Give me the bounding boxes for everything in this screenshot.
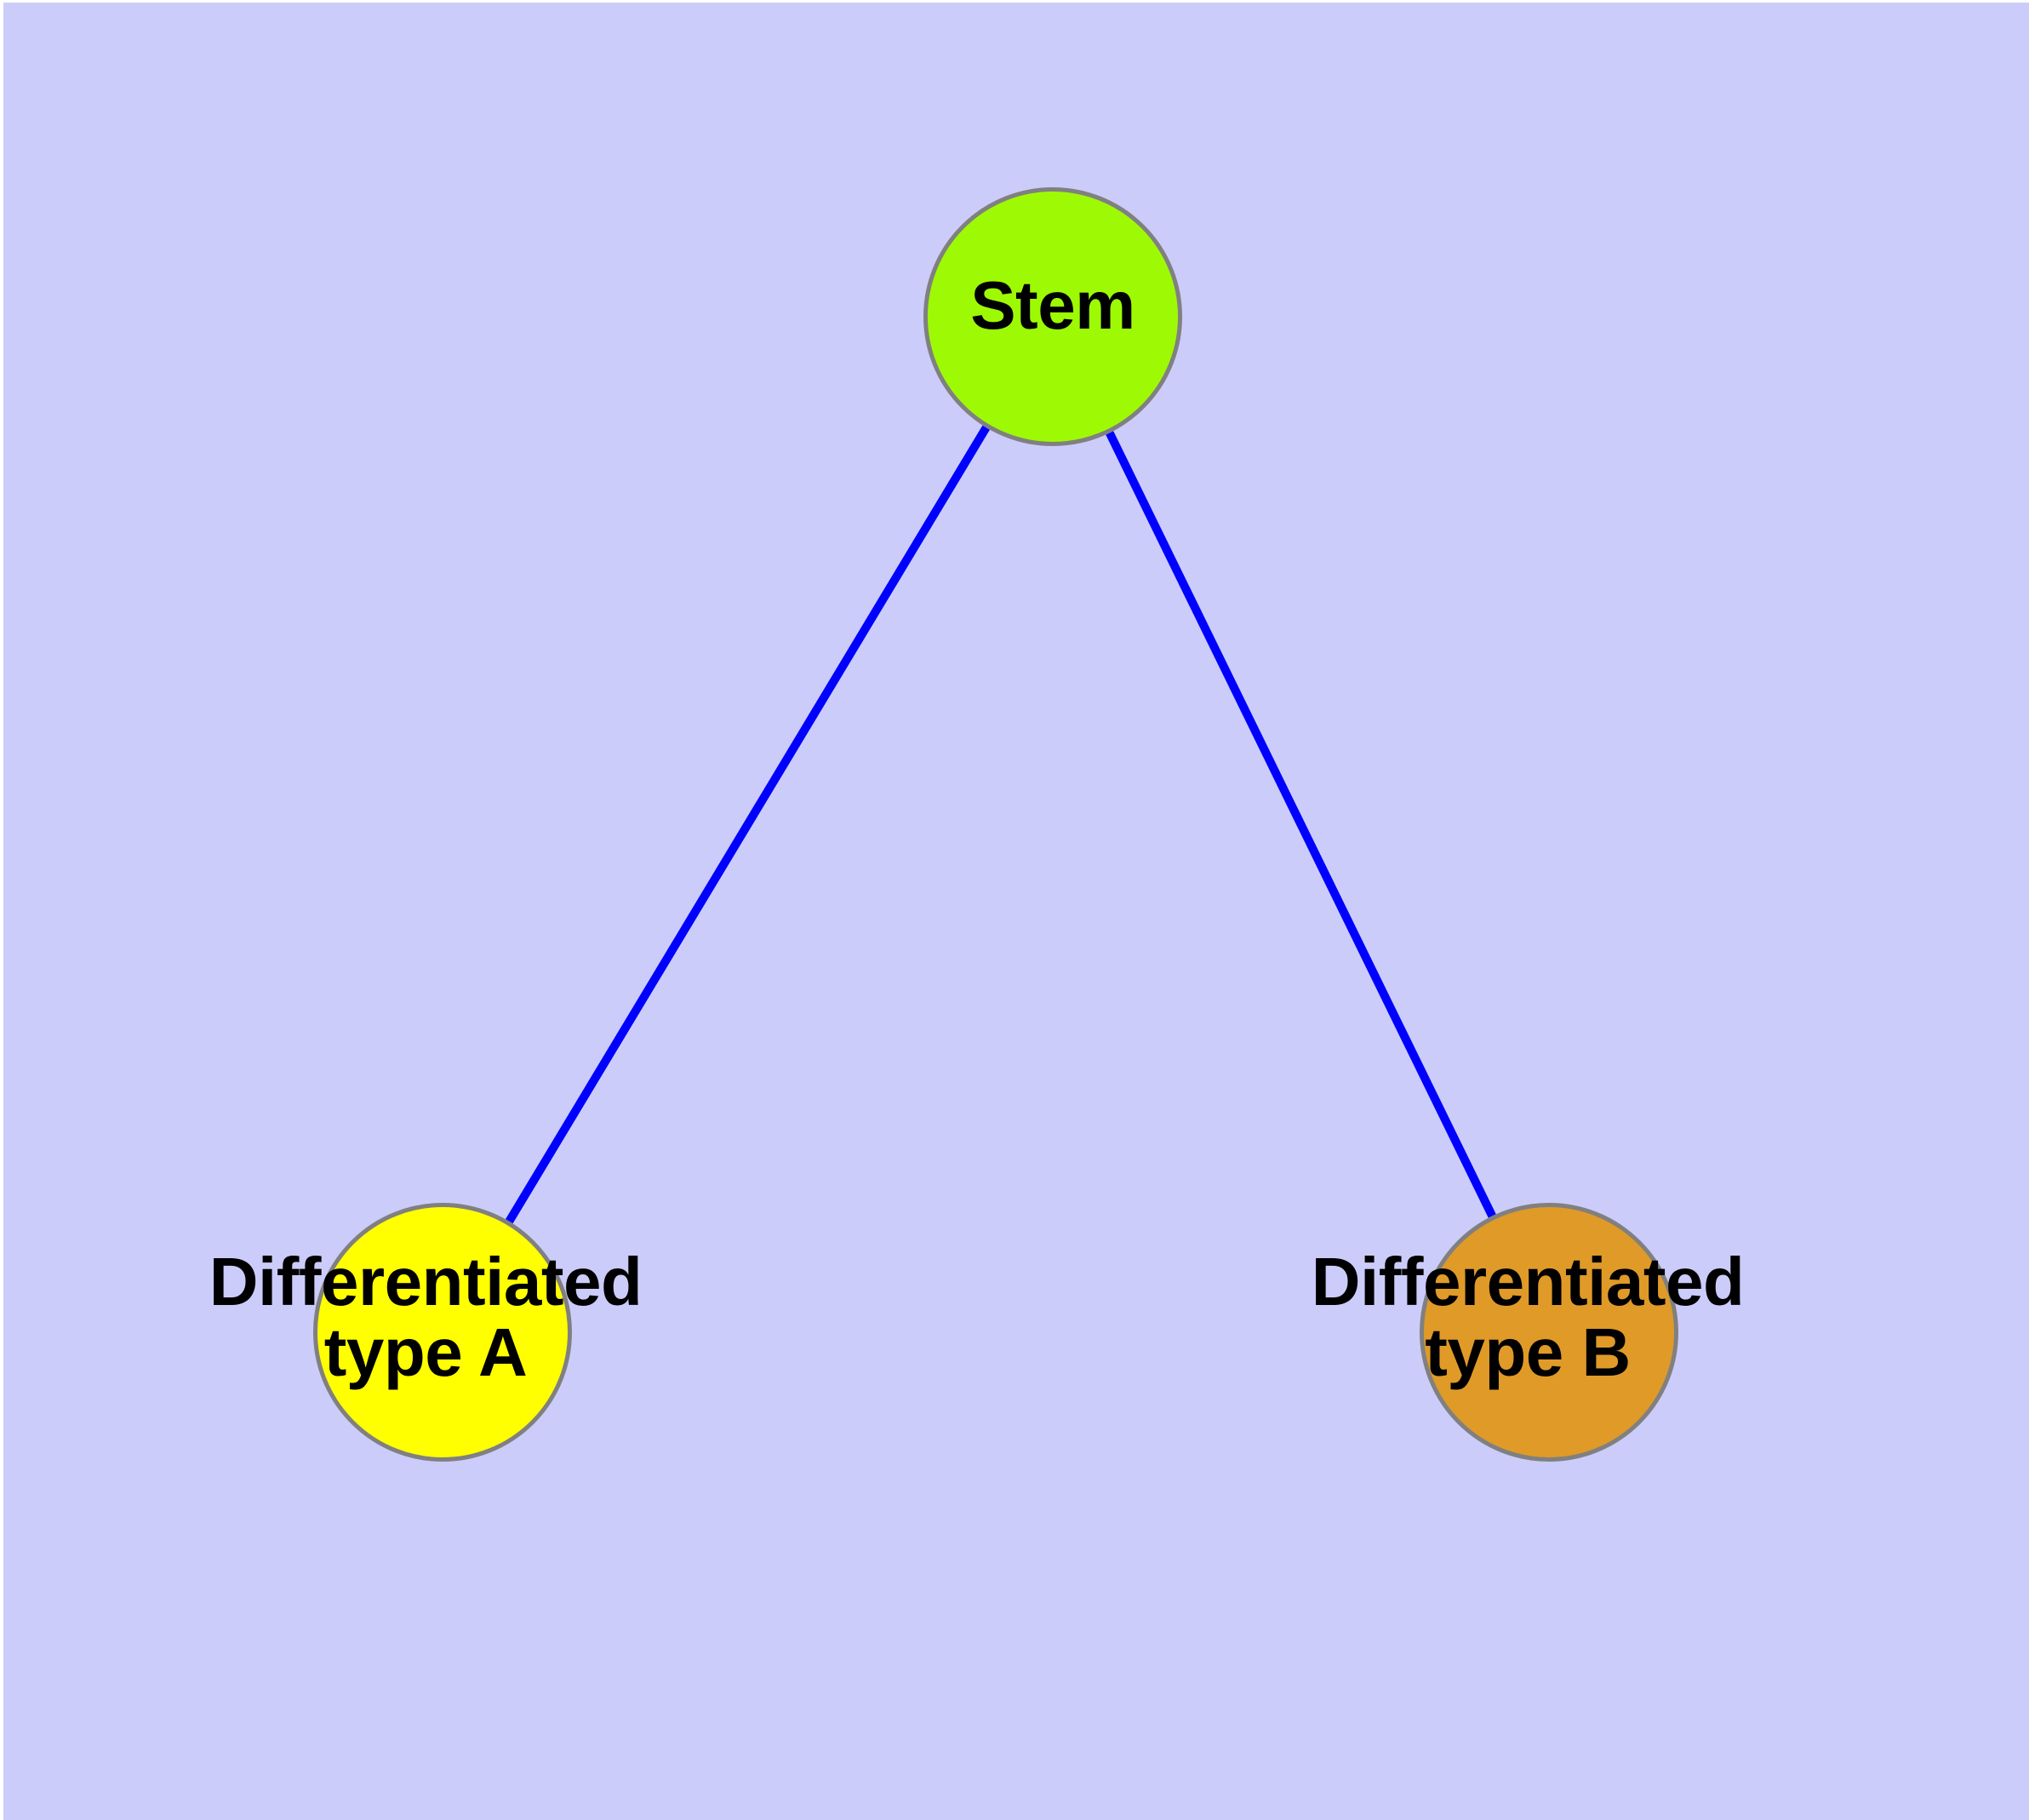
node-differentiated-type-b[interactable] [1420,1203,1678,1462]
node-stem[interactable] [923,187,1182,446]
node-differentiated-type-a[interactable] [313,1203,572,1462]
edge-stem-to-differentiated-type-b [1106,431,1496,1218]
edge-stem-to-differentiated-type-a [506,425,990,1224]
